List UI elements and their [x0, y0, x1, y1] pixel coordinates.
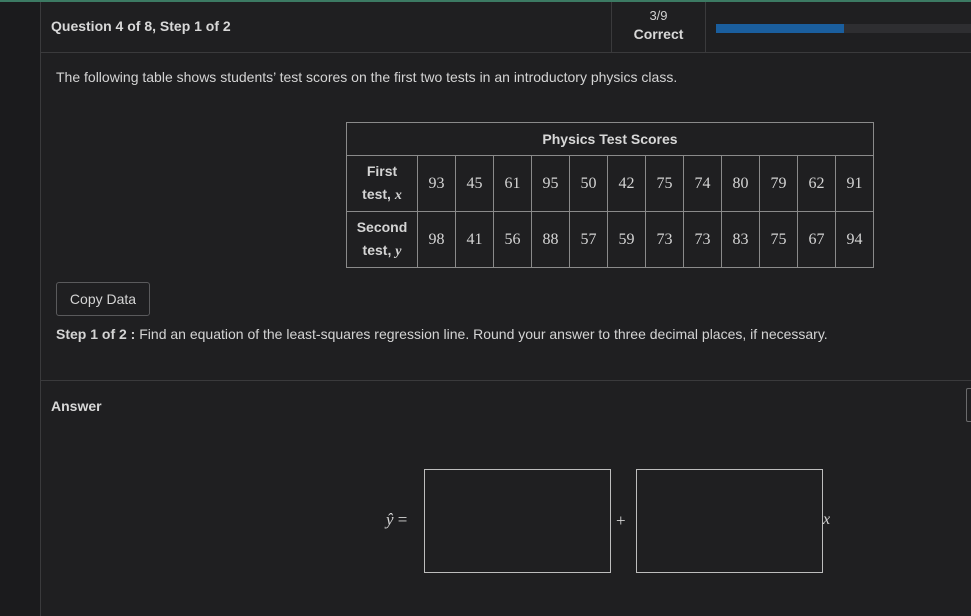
- left-rail: [0, 2, 41, 616]
- table-cell: 45: [455, 155, 494, 212]
- table-cell: 56: [493, 211, 532, 268]
- equals-sign: =: [393, 510, 408, 529]
- row-header-line2: test,: [362, 242, 396, 258]
- table-row: Second test, y 98 41 56 88 57 59 73 73 8…: [346, 211, 874, 268]
- table-cell: 61: [493, 155, 532, 212]
- table-cell: 88: [531, 211, 570, 268]
- step-label: Step 1 of 2 :: [56, 326, 136, 342]
- table-cell: 67: [797, 211, 836, 268]
- table-caption: Physics Test Scores: [346, 122, 874, 156]
- step-instruction: Step 1 of 2 : Find an equation of the le…: [56, 326, 828, 342]
- answer-label: Answer: [51, 398, 102, 414]
- scores-table: Physics Test Scores First test, x 93 45 …: [346, 122, 874, 268]
- row-header-line1: Second: [356, 219, 408, 235]
- progress-bar: [716, 24, 971, 33]
- table-cell: 94: [835, 211, 874, 268]
- row-variable: x: [394, 188, 402, 203]
- table-cell: 50: [569, 155, 608, 212]
- table-cell: 75: [645, 155, 684, 212]
- table-cell: 93: [417, 155, 456, 212]
- table-cell: 83: [721, 211, 760, 268]
- row-header-line2: test,: [362, 186, 395, 202]
- row-header-first: First test, x: [346, 155, 418, 212]
- slope-input-box[interactable]: [636, 469, 823, 573]
- row-header-second: Second test, y: [346, 211, 418, 268]
- intercept-input-box[interactable]: [424, 469, 611, 573]
- table-cell: 79: [759, 155, 798, 212]
- table-cell: 62: [797, 155, 836, 212]
- table-cell: 91: [835, 155, 874, 212]
- table-cell: 59: [607, 211, 646, 268]
- table-cell: 57: [569, 211, 608, 268]
- table-cell: 41: [455, 211, 494, 268]
- table-cell: 42: [607, 155, 646, 212]
- score-box: 3/9 Correct: [611, 2, 706, 52]
- slope-input[interactable]: [637, 470, 822, 572]
- row-variable: y: [395, 244, 402, 259]
- question-label: Question 4 of 8, Step 1 of 2: [51, 18, 231, 34]
- table-cell: 80: [721, 155, 760, 212]
- table-cell: 75: [759, 211, 798, 268]
- question-header: Question 4 of 8, Step 1 of 2 3/9 Correct: [41, 2, 971, 53]
- table-cell: 74: [683, 155, 722, 212]
- score-status: Correct: [633, 26, 684, 42]
- copy-data-button[interactable]: Copy Data: [56, 282, 150, 316]
- section-divider: [41, 380, 971, 381]
- table-cell: 73: [683, 211, 722, 268]
- row-header-line1: First: [366, 163, 398, 179]
- side-panel-tab[interactable]: [966, 388, 971, 422]
- y-hat-symbol: ŷ: [386, 510, 394, 529]
- top-accent-bar: [0, 0, 971, 2]
- table-row: First test, x 93 45 61 95 50 42 75 74 80…: [346, 155, 874, 212]
- table-cell: 73: [645, 211, 684, 268]
- progress-fill: [716, 24, 844, 33]
- step-text: Find an equation of the least-squares re…: [135, 326, 828, 342]
- question-prompt: The following table shows students’ test…: [56, 69, 678, 85]
- plus-sign: +: [616, 511, 626, 530]
- score-fraction: 3/9: [649, 8, 668, 23]
- table-cell: 98: [417, 211, 456, 268]
- table-cell: 95: [531, 155, 570, 212]
- y-hat-label: ŷ =: [386, 510, 407, 530]
- intercept-input[interactable]: [425, 470, 610, 572]
- x-variable: x: [823, 511, 831, 528]
